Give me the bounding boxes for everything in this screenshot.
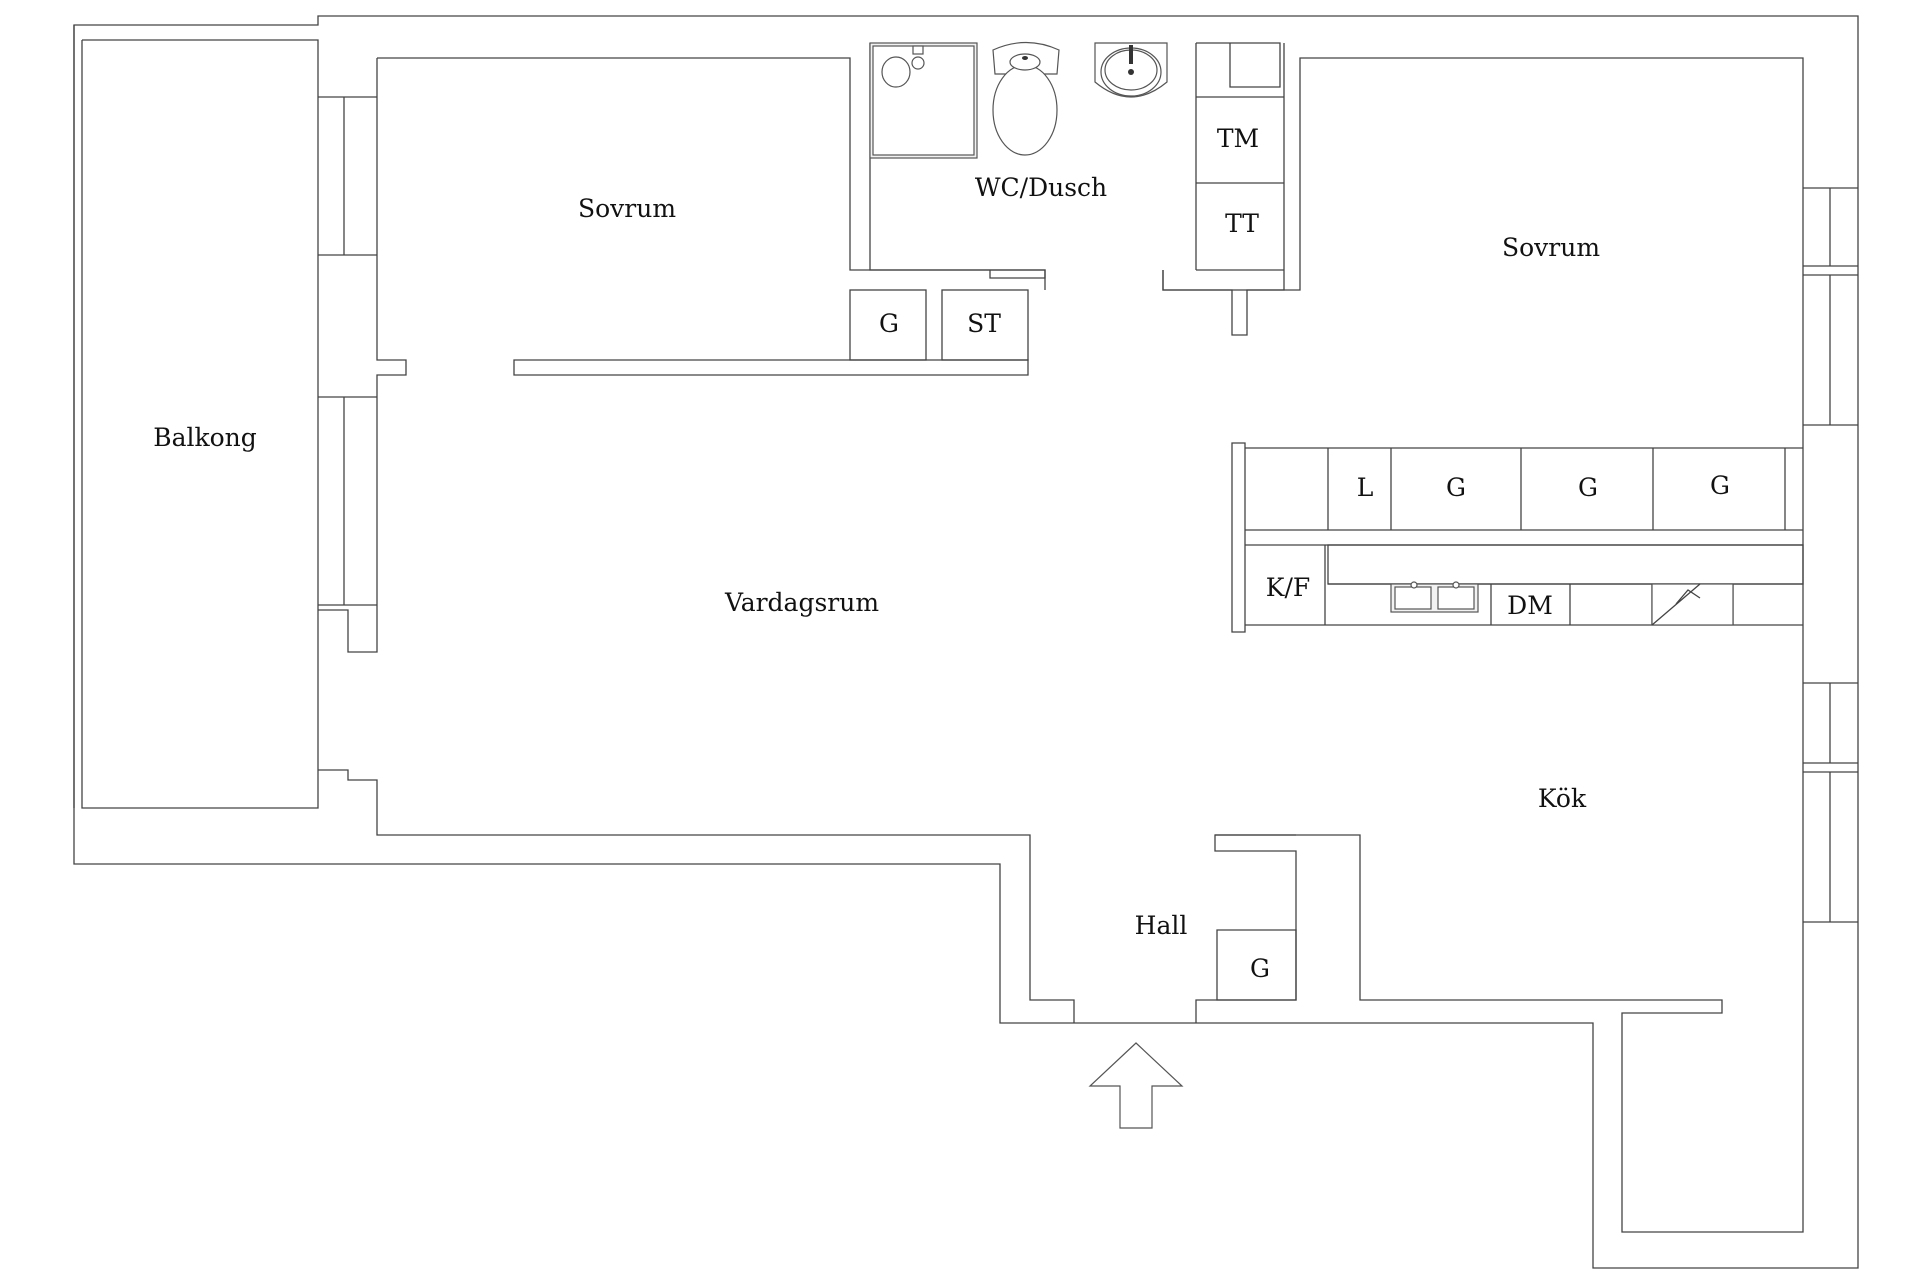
fixture-label-g-kitchen-3: G xyxy=(1710,471,1730,500)
labels: Balkong Sovrum WC/Dusch Sovrum Vardagsru… xyxy=(153,124,1730,983)
outer-walls xyxy=(73,15,1859,1269)
room-label-hall: Hall xyxy=(1135,911,1188,940)
bathroom-walls xyxy=(513,43,1285,376)
fixture-label-g-kitchen-1: G xyxy=(1446,473,1466,502)
fixture-label-l: L xyxy=(1357,473,1374,502)
room-label-kok: Kök xyxy=(1538,784,1587,813)
fixture-label-st: ST xyxy=(967,309,1001,338)
room-label-wc-dusch: WC/Dusch xyxy=(975,173,1107,202)
fixture-label-g-kitchen-2: G xyxy=(1578,473,1598,502)
kitchen-cabinets xyxy=(1231,442,1804,633)
stove-icon xyxy=(1651,583,1734,626)
fixture-label-dm: DM xyxy=(1507,591,1553,620)
fixture-label-tt: TT xyxy=(1225,209,1259,238)
room-label-sovrum-right: Sovrum xyxy=(1502,233,1600,262)
fixture-label-g-bath: G xyxy=(879,309,899,338)
room-label-vardagsrum: Vardagsrum xyxy=(724,588,879,617)
washbasin-icon xyxy=(1094,42,1168,98)
room-label-sovrum-left: Sovrum xyxy=(578,194,676,223)
toilet-icon xyxy=(992,41,1060,156)
room-label-balkong: Balkong xyxy=(153,423,257,452)
shower-icon xyxy=(869,42,978,159)
balcony xyxy=(73,25,319,809)
fixture-label-kf: K/F xyxy=(1266,573,1310,602)
fixture-label-g-hall: G xyxy=(1250,954,1270,983)
hall-closet xyxy=(1215,834,1297,1001)
fixture-label-tm: TM xyxy=(1217,124,1259,153)
sink-icon xyxy=(1390,581,1479,613)
entrance-arrow-icon xyxy=(1088,1042,1184,1129)
